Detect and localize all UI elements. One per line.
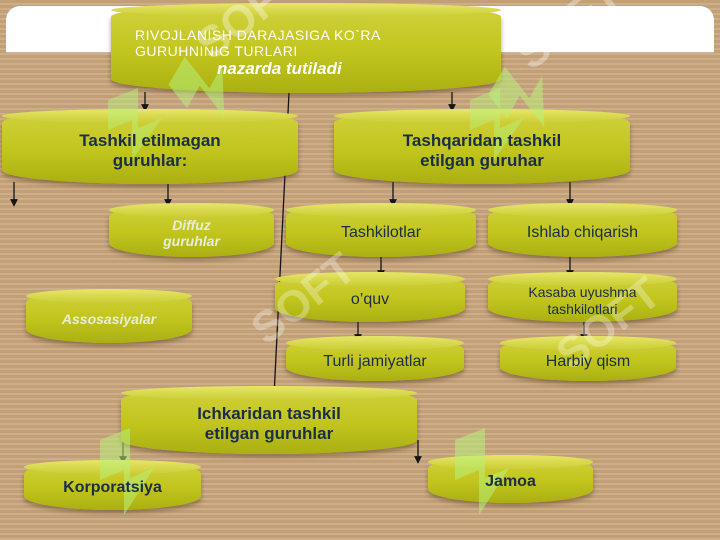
node-study: o’quv [275,272,465,322]
node-collective: Jamoa [428,455,593,503]
node-societies-label: Turli jamiyatlar [323,352,427,370]
node-various-societies: Turli jamiyatlar [286,336,464,381]
node-internally-organized-groups: Ichkaridan tashkil etilgan guruhlar [121,386,417,454]
node-externally-organized-groups: Tashqaridan tashkil etilgan guruhar [334,109,630,184]
node-trade-union: Kasaba uyushma tashkilotlari [488,272,677,322]
node-collective-label: Jamoa [485,473,536,490]
node-diffuse-groups: Diffuz guruhlar [109,203,274,257]
node-associations: Assosasiyalar [26,289,192,343]
node-external-line-1: Tashqaridan tashkil [402,130,562,150]
node-trade-union-line-1: Kasaba uyushma [528,283,637,300]
node-internal-line-1: Ichkaridan tashkil [197,404,341,423]
node-study-label: o’quv [350,291,390,308]
title-line-3: nazarda tutiladi [217,59,342,78]
node-organizations-label: Tashkilotlar [340,224,422,241]
node-associations-label: Assosasiyalar [61,311,157,327]
node-corporation-label: Korporatsiya [63,479,162,496]
node-trade-union-line-2: tashkilotlari [547,300,618,317]
node-production: Ishlab chiqarish [488,203,677,257]
node-diffuse-line-2: guruhlar [163,233,220,249]
node-diffuse-line-1: Diffuz [172,217,211,233]
title-node: RIVOJLANISH DARAJASIGA KO`RA GURUHNINIG … [111,3,501,93]
node-military-label: Harbiy qism [545,352,631,370]
node-production-label: Ishlab chiqarish [526,224,639,241]
node-military-unit: Harbiy qism [500,336,676,381]
node-unorganized-line-1: Tashkil etilmagan [79,130,221,150]
title-line-2: GURUHNINIG TURLARI [135,43,298,59]
title-line-1: RIVOJLANISH DARAJASIGA KO`RA [135,27,381,43]
node-corporation: Korporatsiya [24,460,201,510]
node-internal-line-2: etilgan guruhlar [204,424,334,443]
node-unorganized-groups: Tashkil etilmagan guruhlar: [2,109,298,184]
node-external-line-2: etilgan guruhar [420,150,544,170]
node-unorganized-line-2: guruhlar: [112,150,188,170]
node-organizations: Tashkilotlar [286,203,476,257]
